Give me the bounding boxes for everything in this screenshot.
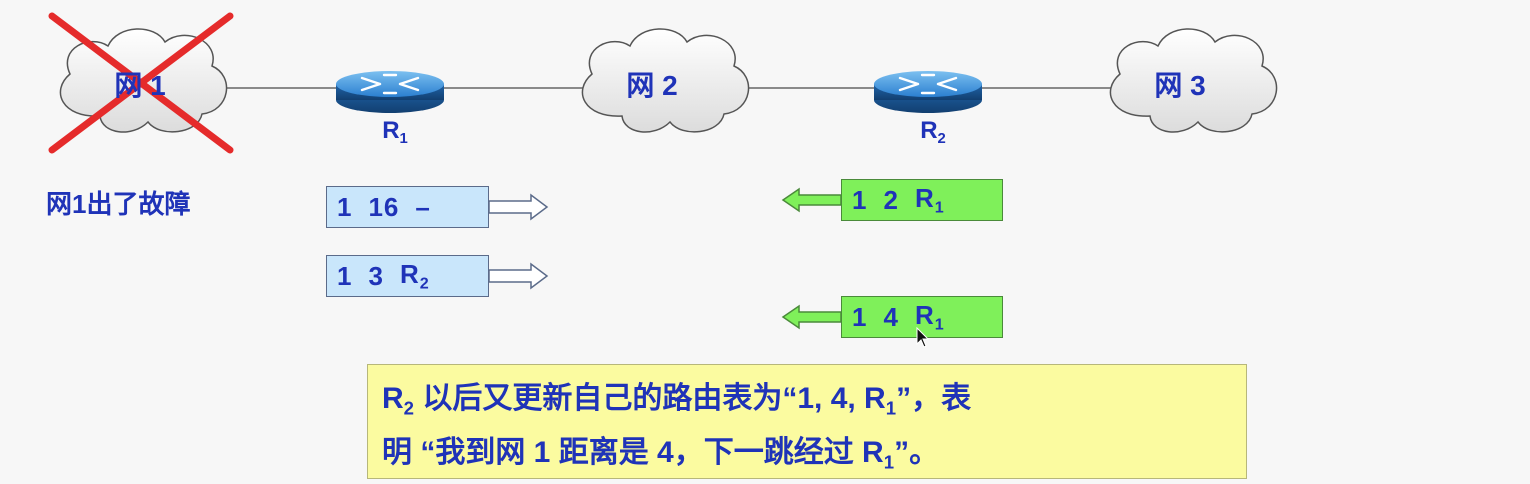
net1-label: 网 1	[114, 70, 166, 101]
entry-next: R1	[915, 300, 945, 335]
entry-next-main: R	[914, 182, 935, 213]
r1-message-1: 1 16 –	[326, 186, 489, 228]
r1-message-2: 1 3 R2	[326, 255, 489, 297]
entry-dist: 3	[368, 260, 384, 291]
entry-next-sub: 1	[934, 198, 945, 217]
note-text: ”，表	[896, 382, 972, 415]
entry-next: R2	[400, 259, 430, 294]
arrow-right-icon	[488, 194, 548, 220]
entry-net: 1	[337, 260, 353, 291]
entry-dist: 4	[883, 301, 899, 332]
note-text: 以后又更新自己的路由表为“1, 4, R	[414, 382, 886, 415]
r2-message-1: 1 2 R1	[841, 179, 1003, 221]
cross-icon	[48, 12, 234, 154]
net2-label: 网 2	[626, 70, 678, 101]
cursor-icon	[916, 327, 930, 348]
entry-next: R1	[915, 183, 945, 218]
note-sub: 1	[883, 451, 895, 472]
entry-net: 1	[852, 301, 868, 332]
router-r2-sub: 2	[937, 131, 946, 148]
router-icon-r1	[334, 69, 446, 115]
note-text: ”。	[894, 435, 940, 469]
note-text: 明 “我到网 1 距离是 4，下一跳经过 R	[382, 435, 884, 469]
entry-net: 1	[852, 184, 868, 215]
note-line-1: R2 以后又更新自己的路由表为“1, 4, R1”，表	[382, 377, 1232, 431]
router-r1-main: R	[382, 116, 400, 144]
note-sub: 2	[403, 397, 415, 419]
entry-net: 1	[337, 191, 353, 222]
router-r2-label: R2	[920, 117, 946, 147]
note-text: R	[382, 382, 404, 415]
entry-next-sub: 2	[419, 274, 430, 293]
entry-next-sub: 1	[934, 315, 945, 334]
arrow-left-icon	[782, 188, 842, 212]
entry-dist: 2	[883, 184, 899, 215]
note-line-2: 明 “我到网 1 距离是 4，下一跳经过 R1”。	[382, 431, 1232, 484]
router-icon-r2	[872, 69, 984, 115]
arrow-right-icon	[488, 263, 548, 289]
router-r1-label: R1	[382, 117, 408, 147]
fault-text: 网1出了故障	[46, 189, 191, 219]
note-sub: 1	[885, 397, 897, 419]
router-r2-main: R	[920, 116, 938, 144]
entry-next-main: R	[914, 299, 935, 330]
router-r1-sub: 1	[399, 131, 408, 148]
r2-message-2: 1 4 R1	[841, 296, 1003, 338]
arrow-left-icon	[782, 305, 842, 329]
note-box: R2 以后又更新自己的路由表为“1, 4, R1”，表 明 “我到网 1 距离是…	[367, 364, 1247, 479]
entry-next: –	[415, 191, 431, 222]
entry-next-main: R	[399, 258, 420, 289]
net3-label: 网 3	[1154, 70, 1206, 101]
entry-dist: 16	[368, 191, 400, 222]
